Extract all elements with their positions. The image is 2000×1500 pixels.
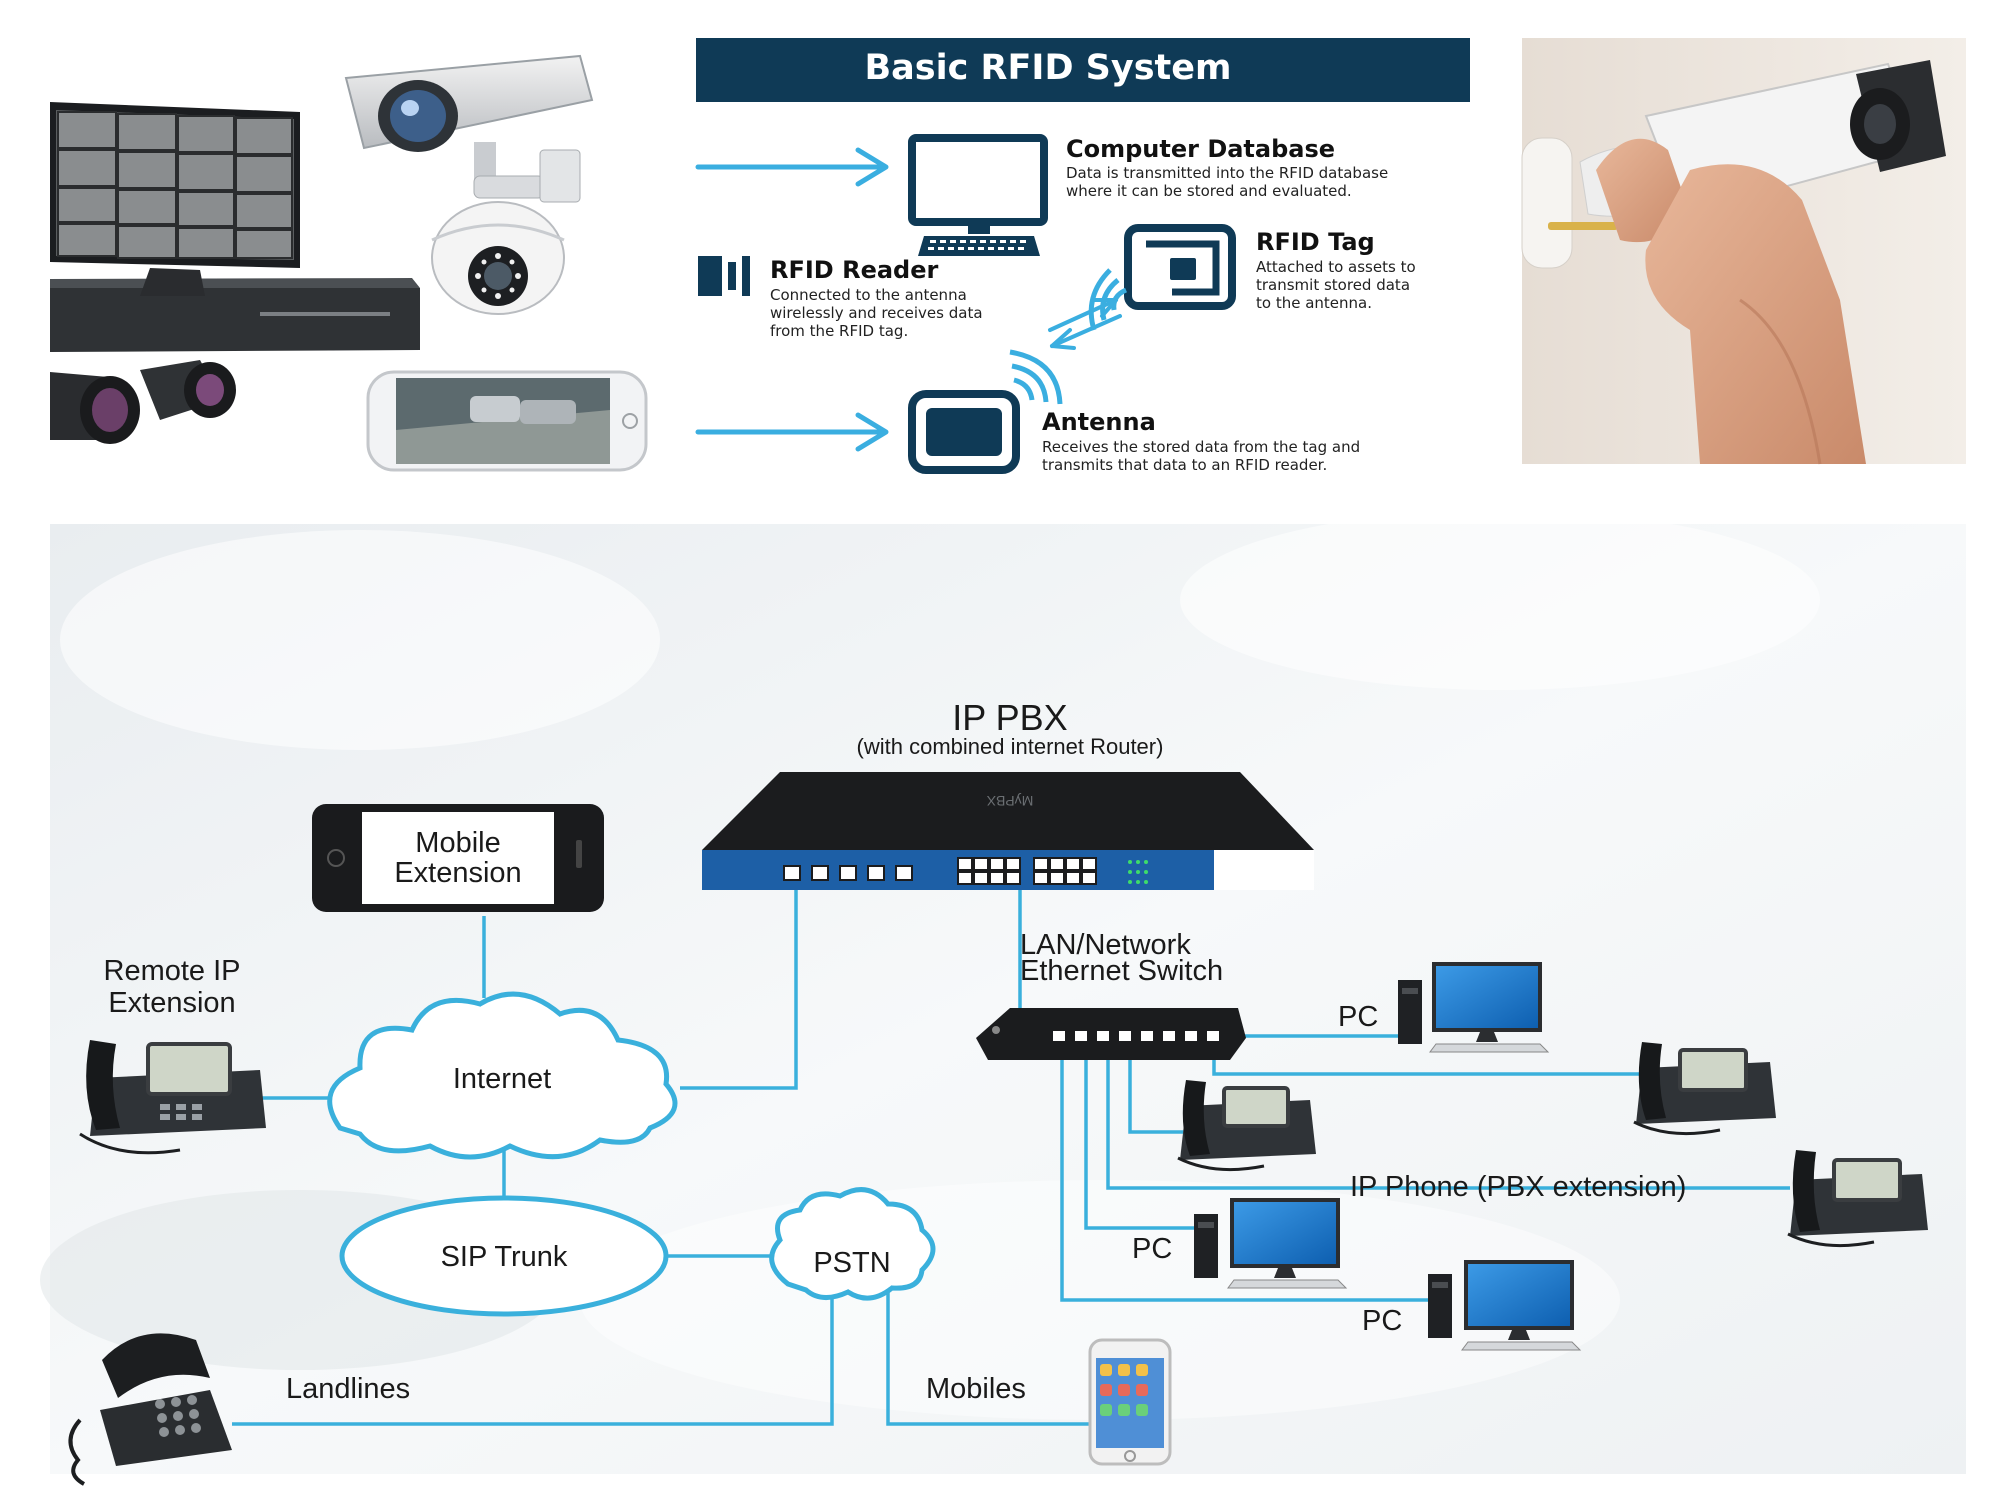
arrow-to-database-head bbox=[855, 147, 889, 187]
reader-desc-3: from the RFID tag. bbox=[770, 322, 908, 340]
rfid-title: Basic RFID System bbox=[865, 48, 1232, 88]
double-arrow-icon bbox=[1048, 298, 1122, 350]
ip-phone-icon-3 bbox=[1787, 1150, 1928, 1248]
network-links bbox=[232, 886, 1790, 1426]
antenna-desc-1: Receives the stored data from the tag an… bbox=[1042, 438, 1360, 456]
smartphone-icon bbox=[366, 370, 648, 472]
sip-trunk-label: SIP Trunk bbox=[441, 1241, 568, 1273]
cctv-equipment-photo bbox=[50, 54, 648, 472]
antenna-desc-2: transmits that data to an RFID reader. bbox=[1042, 456, 1327, 474]
pc-label-2: PC bbox=[1132, 1233, 1172, 1265]
link-switch-phone2 bbox=[1128, 1056, 1184, 1134]
link-switch-pc2 bbox=[1084, 1056, 1194, 1230]
internet-cloud-icon bbox=[327, 991, 678, 1160]
database-desc-2: where it can be stored and evaluated. bbox=[1066, 182, 1352, 200]
link-switch-phone3 bbox=[1106, 1056, 1790, 1190]
sip-trunk-shape bbox=[339, 1195, 669, 1317]
monitor-icon bbox=[50, 102, 300, 296]
mobile-extension-device bbox=[312, 804, 604, 912]
switch-label-1: LAN/Network bbox=[1020, 929, 1191, 961]
link-internet-pbx bbox=[680, 886, 798, 1090]
rfid-tag-icon bbox=[1088, 224, 1236, 331]
camera-lenses-icon bbox=[50, 360, 236, 444]
remote-ip-phone-icon bbox=[79, 1040, 266, 1155]
dome-camera-icon bbox=[431, 201, 565, 315]
internet-label: Internet bbox=[453, 1063, 551, 1095]
ip-phone-icon-1 bbox=[1633, 1042, 1776, 1136]
database-desc-1: Data is transmitted into the RFID databa… bbox=[1066, 164, 1388, 182]
pbx-title: IP PBX bbox=[952, 697, 1067, 738]
antenna-icon bbox=[908, 349, 1063, 474]
remote-ip-label-2: Extension bbox=[108, 987, 235, 1019]
ip-phone-icon-2 bbox=[1177, 1080, 1316, 1172]
switch-label-2: Ethernet Switch bbox=[1020, 955, 1223, 987]
rfid-infographic: Basic RFID System Computer Database Data… bbox=[695, 38, 1470, 474]
tag-desc-3: to the antenna. bbox=[1256, 294, 1372, 312]
link-switch-pc3 bbox=[1060, 1056, 1430, 1302]
rfid-title-bar bbox=[696, 38, 1470, 102]
reader-desc-1: Connected to the antenna bbox=[770, 286, 967, 304]
pc-label-1: PC bbox=[1338, 1001, 1378, 1033]
tag-desc-2: transmit stored data bbox=[1256, 276, 1410, 294]
ip-pbx-router-device: MyPBX bbox=[702, 772, 1314, 890]
mobile-phone-icon bbox=[1088, 1338, 1172, 1466]
link-pstn-mobiles bbox=[886, 1278, 1090, 1426]
ip-pbx-diagram: IP PBX (with combined internet Router) M… bbox=[40, 510, 1966, 1486]
rfid-reader-icon bbox=[698, 256, 750, 296]
ip-phone-label: IP Phone (PBX extension) bbox=[1350, 1171, 1686, 1203]
bullet-camera-icon bbox=[344, 54, 594, 203]
camera-installation-photo bbox=[1521, 38, 1966, 465]
pc-icon-2 bbox=[1194, 1198, 1348, 1289]
arrow-to-antenna-head bbox=[855, 412, 889, 452]
ethernet-switch-icon bbox=[976, 1008, 1246, 1060]
mobile-extension-label-2: Extension bbox=[394, 857, 521, 889]
landline-phone-icon bbox=[68, 1333, 232, 1486]
tag-title: RFID Tag bbox=[1256, 228, 1375, 256]
landlines-label: Landlines bbox=[286, 1373, 410, 1405]
antenna-title: Antenna bbox=[1042, 408, 1156, 436]
pstn-label: PSTN bbox=[813, 1247, 890, 1279]
computer-monitor-icon bbox=[908, 134, 1048, 256]
pbx-subtitle: (with combined internet Router) bbox=[857, 734, 1164, 759]
mobile-extension-label-1: Mobile bbox=[415, 827, 500, 859]
pc-icon-3 bbox=[1428, 1260, 1582, 1351]
tag-desc-1: Attached to assets to bbox=[1256, 258, 1416, 276]
reader-title: RFID Reader bbox=[770, 256, 938, 284]
pc-icon-1 bbox=[1398, 962, 1550, 1053]
mobiles-label: Mobiles bbox=[926, 1373, 1026, 1405]
remote-ip-label-1: Remote IP bbox=[104, 955, 241, 987]
link-pstn-landline bbox=[232, 1278, 834, 1426]
database-title: Computer Database bbox=[1066, 135, 1335, 163]
pc-label-3: PC bbox=[1362, 1305, 1402, 1337]
pbx-brand-label: MyPBX bbox=[986, 793, 1033, 809]
pstn-cloud-icon bbox=[769, 1187, 936, 1301]
reader-desc-2: wirelessly and receives data bbox=[770, 304, 983, 322]
